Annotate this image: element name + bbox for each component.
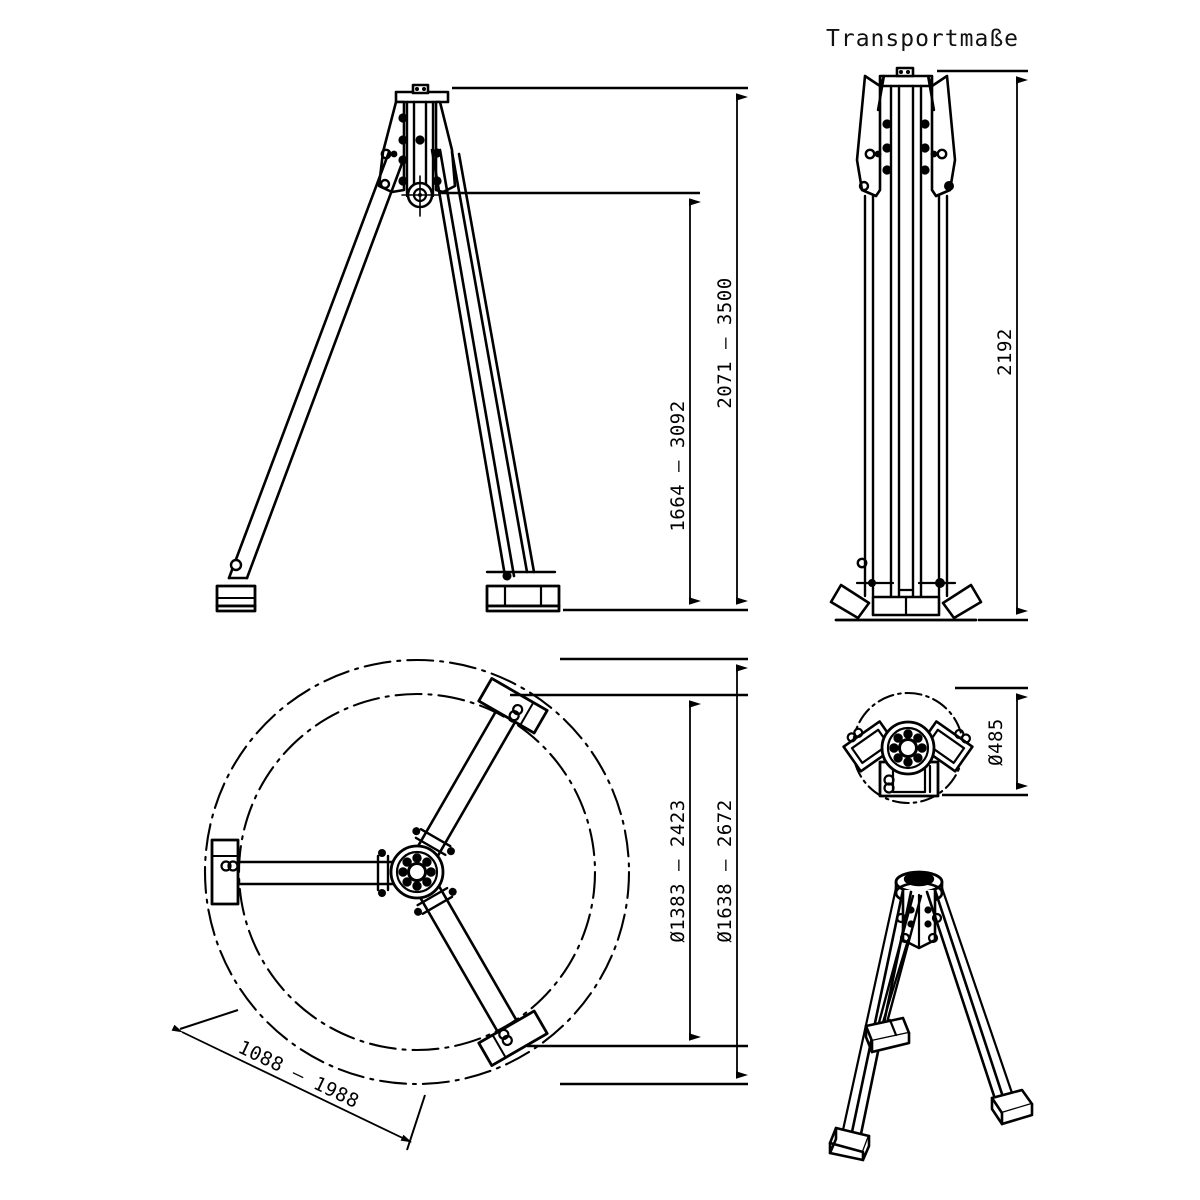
dim-diameter-inner: Ø1383 – 2423 — [667, 799, 689, 942]
plan-view — [203, 658, 631, 1086]
transport-plan-view — [842, 691, 974, 805]
transport-title: Transportmaße — [826, 26, 1019, 52]
dim-transport-diameter: Ø485 — [985, 718, 1007, 766]
dim-transport-height: 2192 — [994, 328, 1016, 376]
transport-plan-dimensions — [942, 686, 1028, 797]
front-elevation-dimensions — [440, 86, 748, 612]
front-elevation-view — [215, 83, 561, 613]
transport-elevation-dimensions — [937, 69, 1028, 622]
isometric-view — [828, 870, 1034, 1162]
dim-height-inner: 1664 – 3092 — [667, 400, 689, 531]
dim-leg-span: 1088 – 1988 — [235, 1036, 363, 1113]
plan-view-dimensions — [171, 657, 748, 1151]
plan-outer-circle — [203, 658, 631, 1086]
dim-diameter-outer: Ø1638 – 2672 — [714, 799, 736, 942]
transport-elevation-view — [829, 66, 983, 622]
dim-height-outer: 2071 – 3500 — [714, 277, 736, 408]
